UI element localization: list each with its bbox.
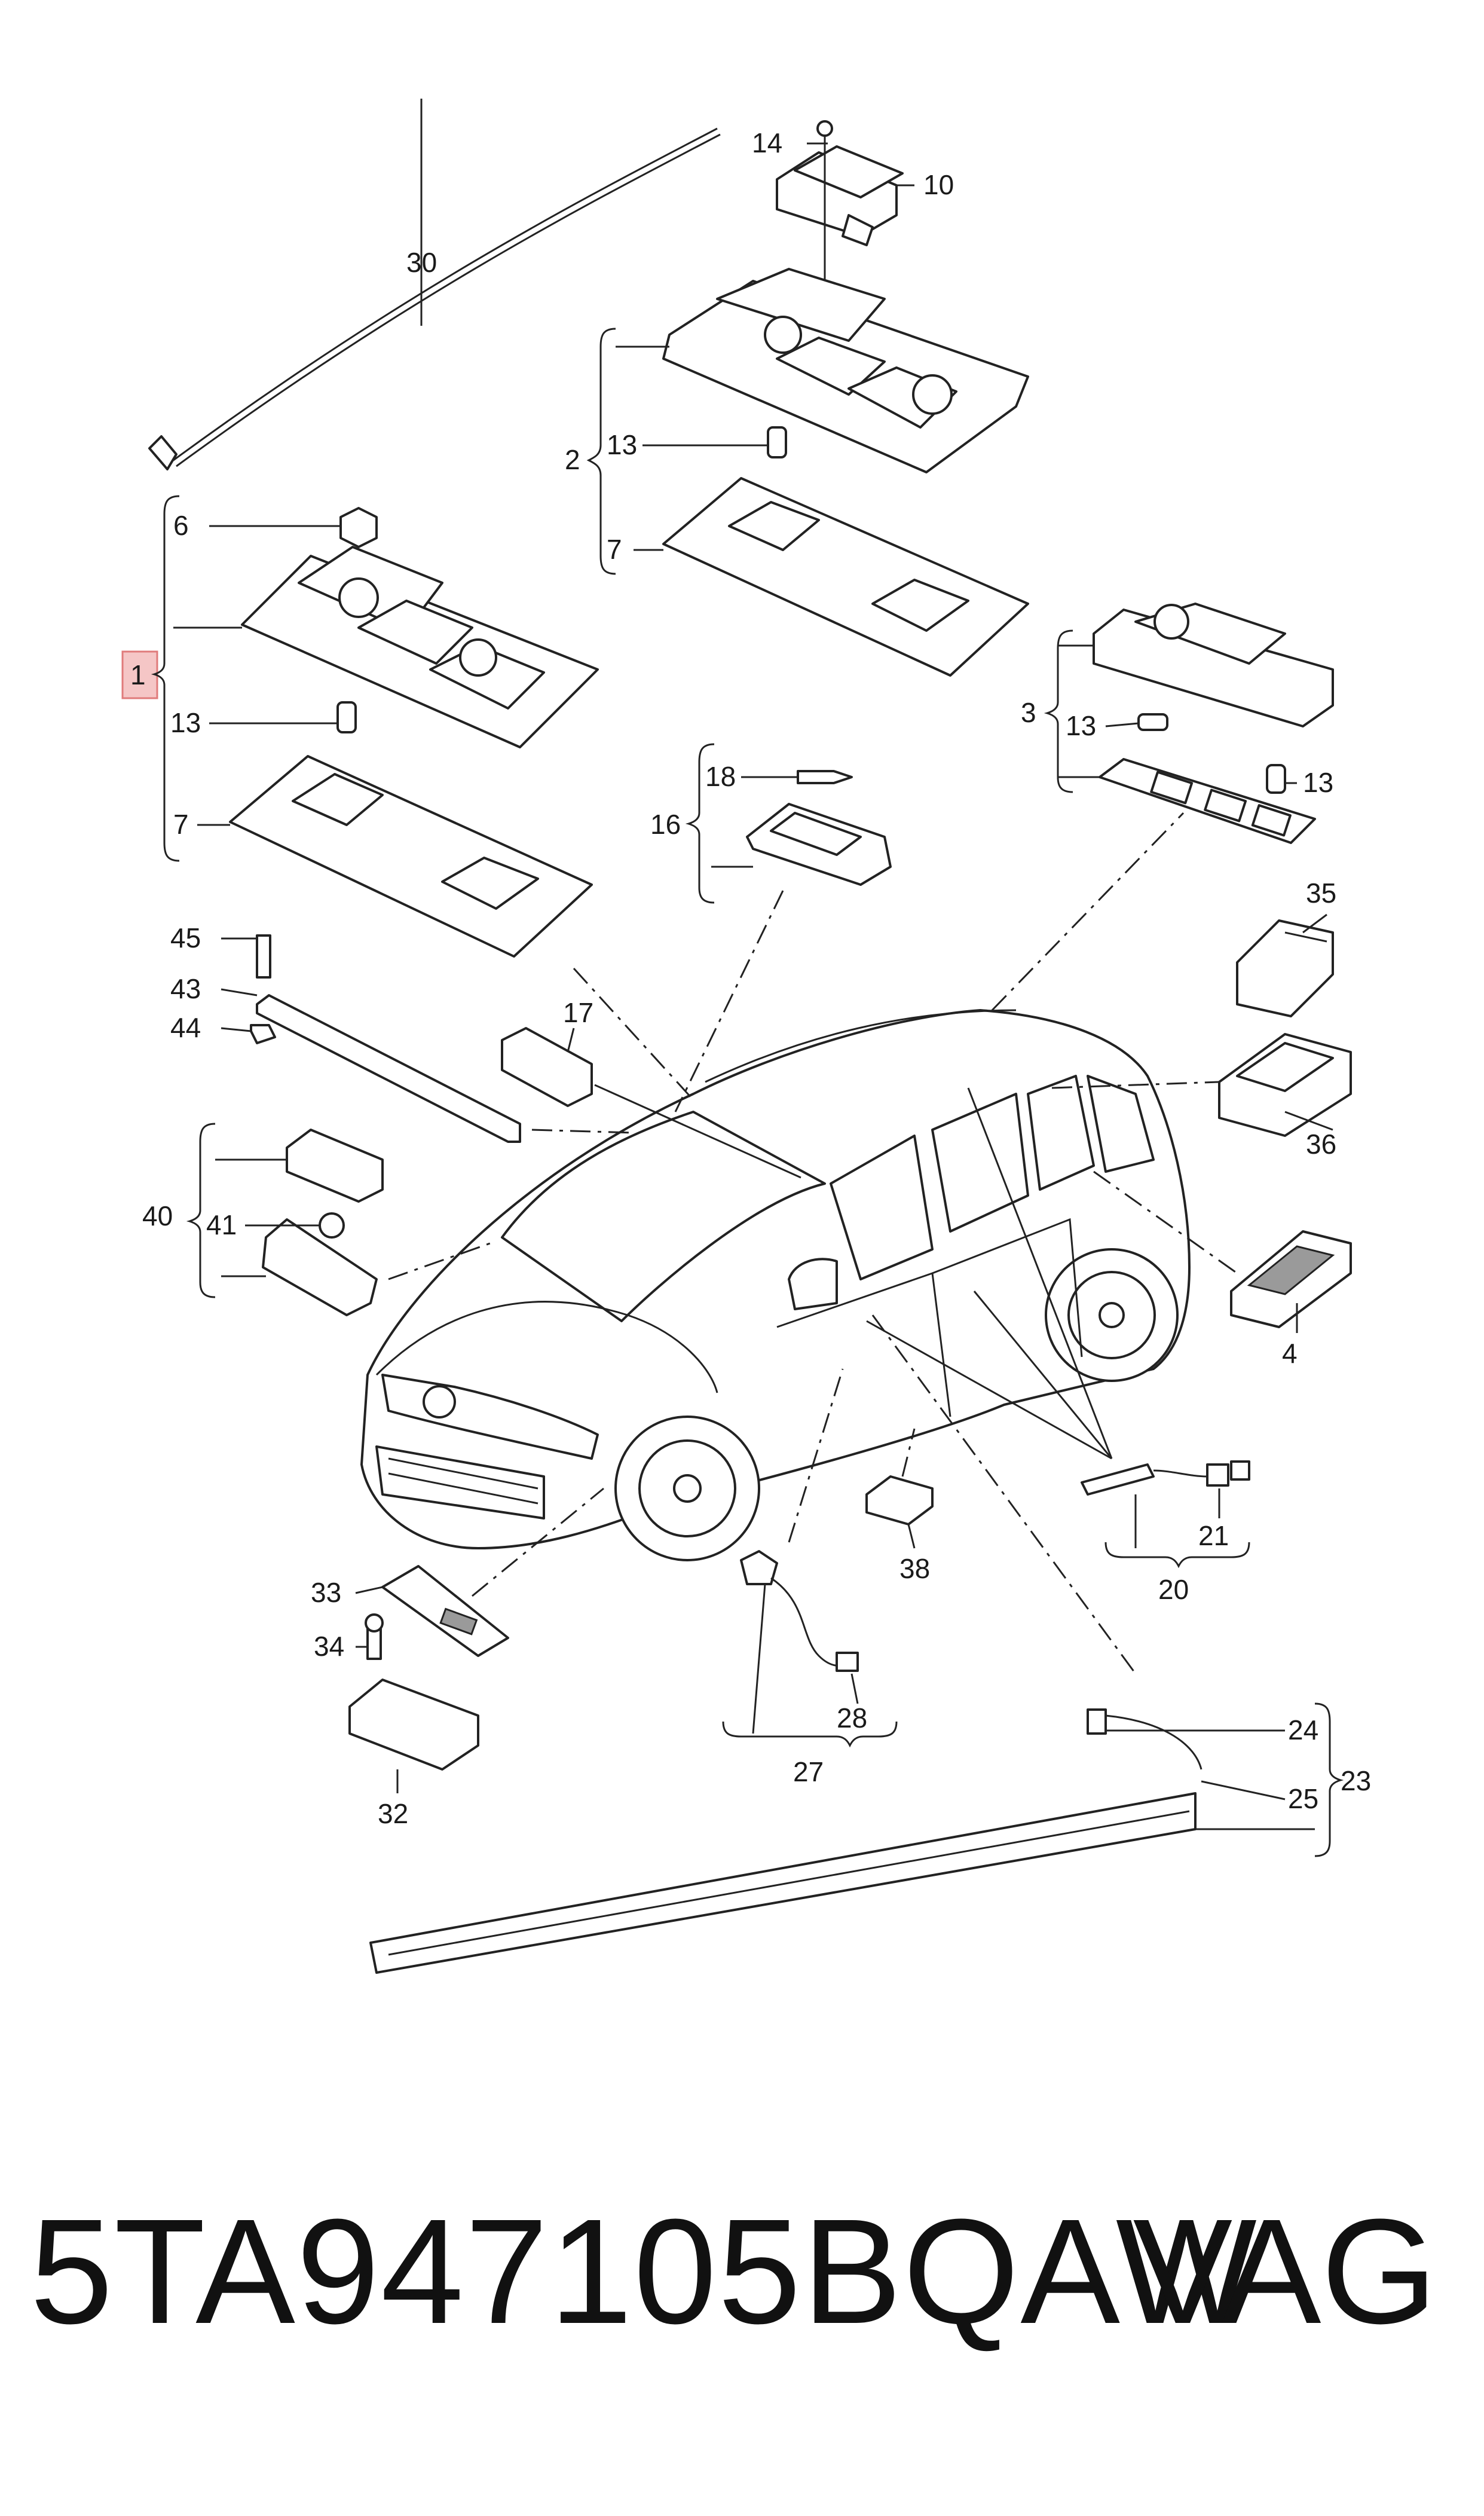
- lamp-part-4: [1230, 1230, 1352, 1328]
- part-number: 5TA947105BQAW: [30, 2188, 1258, 2355]
- leader-lines: [173, 99, 1333, 1830]
- label-30: 30: [406, 247, 437, 278]
- dashed-leader-lines: [388, 812, 1238, 1674]
- label-1-highlight: [121, 650, 158, 699]
- rail-part-43: [250, 934, 521, 1143]
- label-13b: 13: [170, 707, 201, 738]
- label-16: 16: [650, 809, 681, 840]
- lamp-part-38: [865, 1475, 934, 1526]
- label-27: 27: [793, 1756, 824, 1787]
- label-36: 36: [1306, 1129, 1336, 1160]
- wiring-part-20: [1081, 1460, 1250, 1496]
- label-7: 7: [173, 809, 189, 840]
- console-housing-part-1: [241, 546, 599, 748]
- label-43: 43: [170, 973, 201, 1004]
- label-24: 24: [1288, 1714, 1318, 1745]
- control-unit-part-17: [501, 1027, 593, 1107]
- lamp-housing-part-3: [1093, 603, 1334, 727]
- callout-labels: 14 10 30 2 13 7 6 1 13 7 3 13 13 18 16 3…: [130, 127, 1371, 1829]
- label-20: 20: [1158, 1574, 1189, 1605]
- bulb-part-41: [319, 1212, 345, 1239]
- lamp-housing-part-36: [1218, 1033, 1352, 1137]
- label-33: 33: [311, 1577, 341, 1608]
- label-35: 35: [1306, 878, 1336, 909]
- label-3: 3: [1021, 697, 1036, 728]
- bracket-part-33: [381, 1565, 509, 1657]
- label-32: 32: [378, 1798, 408, 1829]
- label-1: 1: [130, 659, 146, 690]
- label-21: 21: [1198, 1520, 1229, 1551]
- caption: 5TA947105BQAW VAG: [30, 2182, 1464, 2361]
- roof-wire-part-30: [148, 127, 721, 470]
- vehicle-body: [360, 1009, 1191, 1561]
- label-10: 10: [923, 169, 954, 200]
- label-45: 45: [170, 922, 201, 953]
- label-38: 38: [899, 1553, 930, 1584]
- label-6: 6: [173, 510, 189, 541]
- screw-part-34: [365, 1613, 384, 1660]
- label-18: 18: [705, 761, 736, 792]
- label-28: 28: [837, 1702, 867, 1734]
- label-41: 41: [206, 1209, 237, 1240]
- bulb-part-13-d: [1266, 764, 1286, 794]
- trim-cover-part-8: [662, 477, 1029, 677]
- group-brackets: [151, 328, 1344, 1857]
- reading-light-part-16: [746, 803, 892, 886]
- label-17: 17: [563, 997, 593, 1028]
- brand-name: VAG: [1133, 2188, 1437, 2355]
- sill-strip-part-23: [369, 1708, 1203, 1974]
- trim-cover-part-7: [229, 755, 593, 958]
- control-module-part-40: [286, 1129, 384, 1203]
- control-unit-part-32: [348, 1679, 479, 1771]
- label-8: 7: [607, 534, 622, 565]
- label-4: 4: [1282, 1338, 1298, 1369]
- dome-light-part-6: [339, 507, 378, 548]
- label-2: 2: [565, 444, 580, 475]
- bulb-part-13-a: [767, 426, 787, 458]
- label-44: 44: [170, 1012, 201, 1043]
- sensor-module-part-10: [776, 120, 904, 383]
- label-34: 34: [314, 1631, 344, 1662]
- label-13d: 13: [1303, 767, 1333, 798]
- lens-cover-part-3: [1099, 758, 1316, 844]
- bulb-part-18: [797, 770, 853, 784]
- sensor-part-27: [740, 1550, 859, 1672]
- label-13a: 13: [607, 429, 637, 460]
- label-23: 23: [1341, 1765, 1371, 1796]
- label-13c: 13: [1066, 710, 1096, 741]
- cover-part-35: [1236, 919, 1334, 1017]
- label-25: 25: [1288, 1783, 1318, 1814]
- lamp-part-41-housing: [262, 1218, 378, 1316]
- label-14: 14: [752, 127, 782, 158]
- bulb-part-13-c: [1137, 713, 1168, 731]
- console-housing-part-2: [662, 268, 1029, 473]
- bulb-part-13-b: [336, 701, 357, 733]
- label-40: 40: [142, 1200, 173, 1231]
